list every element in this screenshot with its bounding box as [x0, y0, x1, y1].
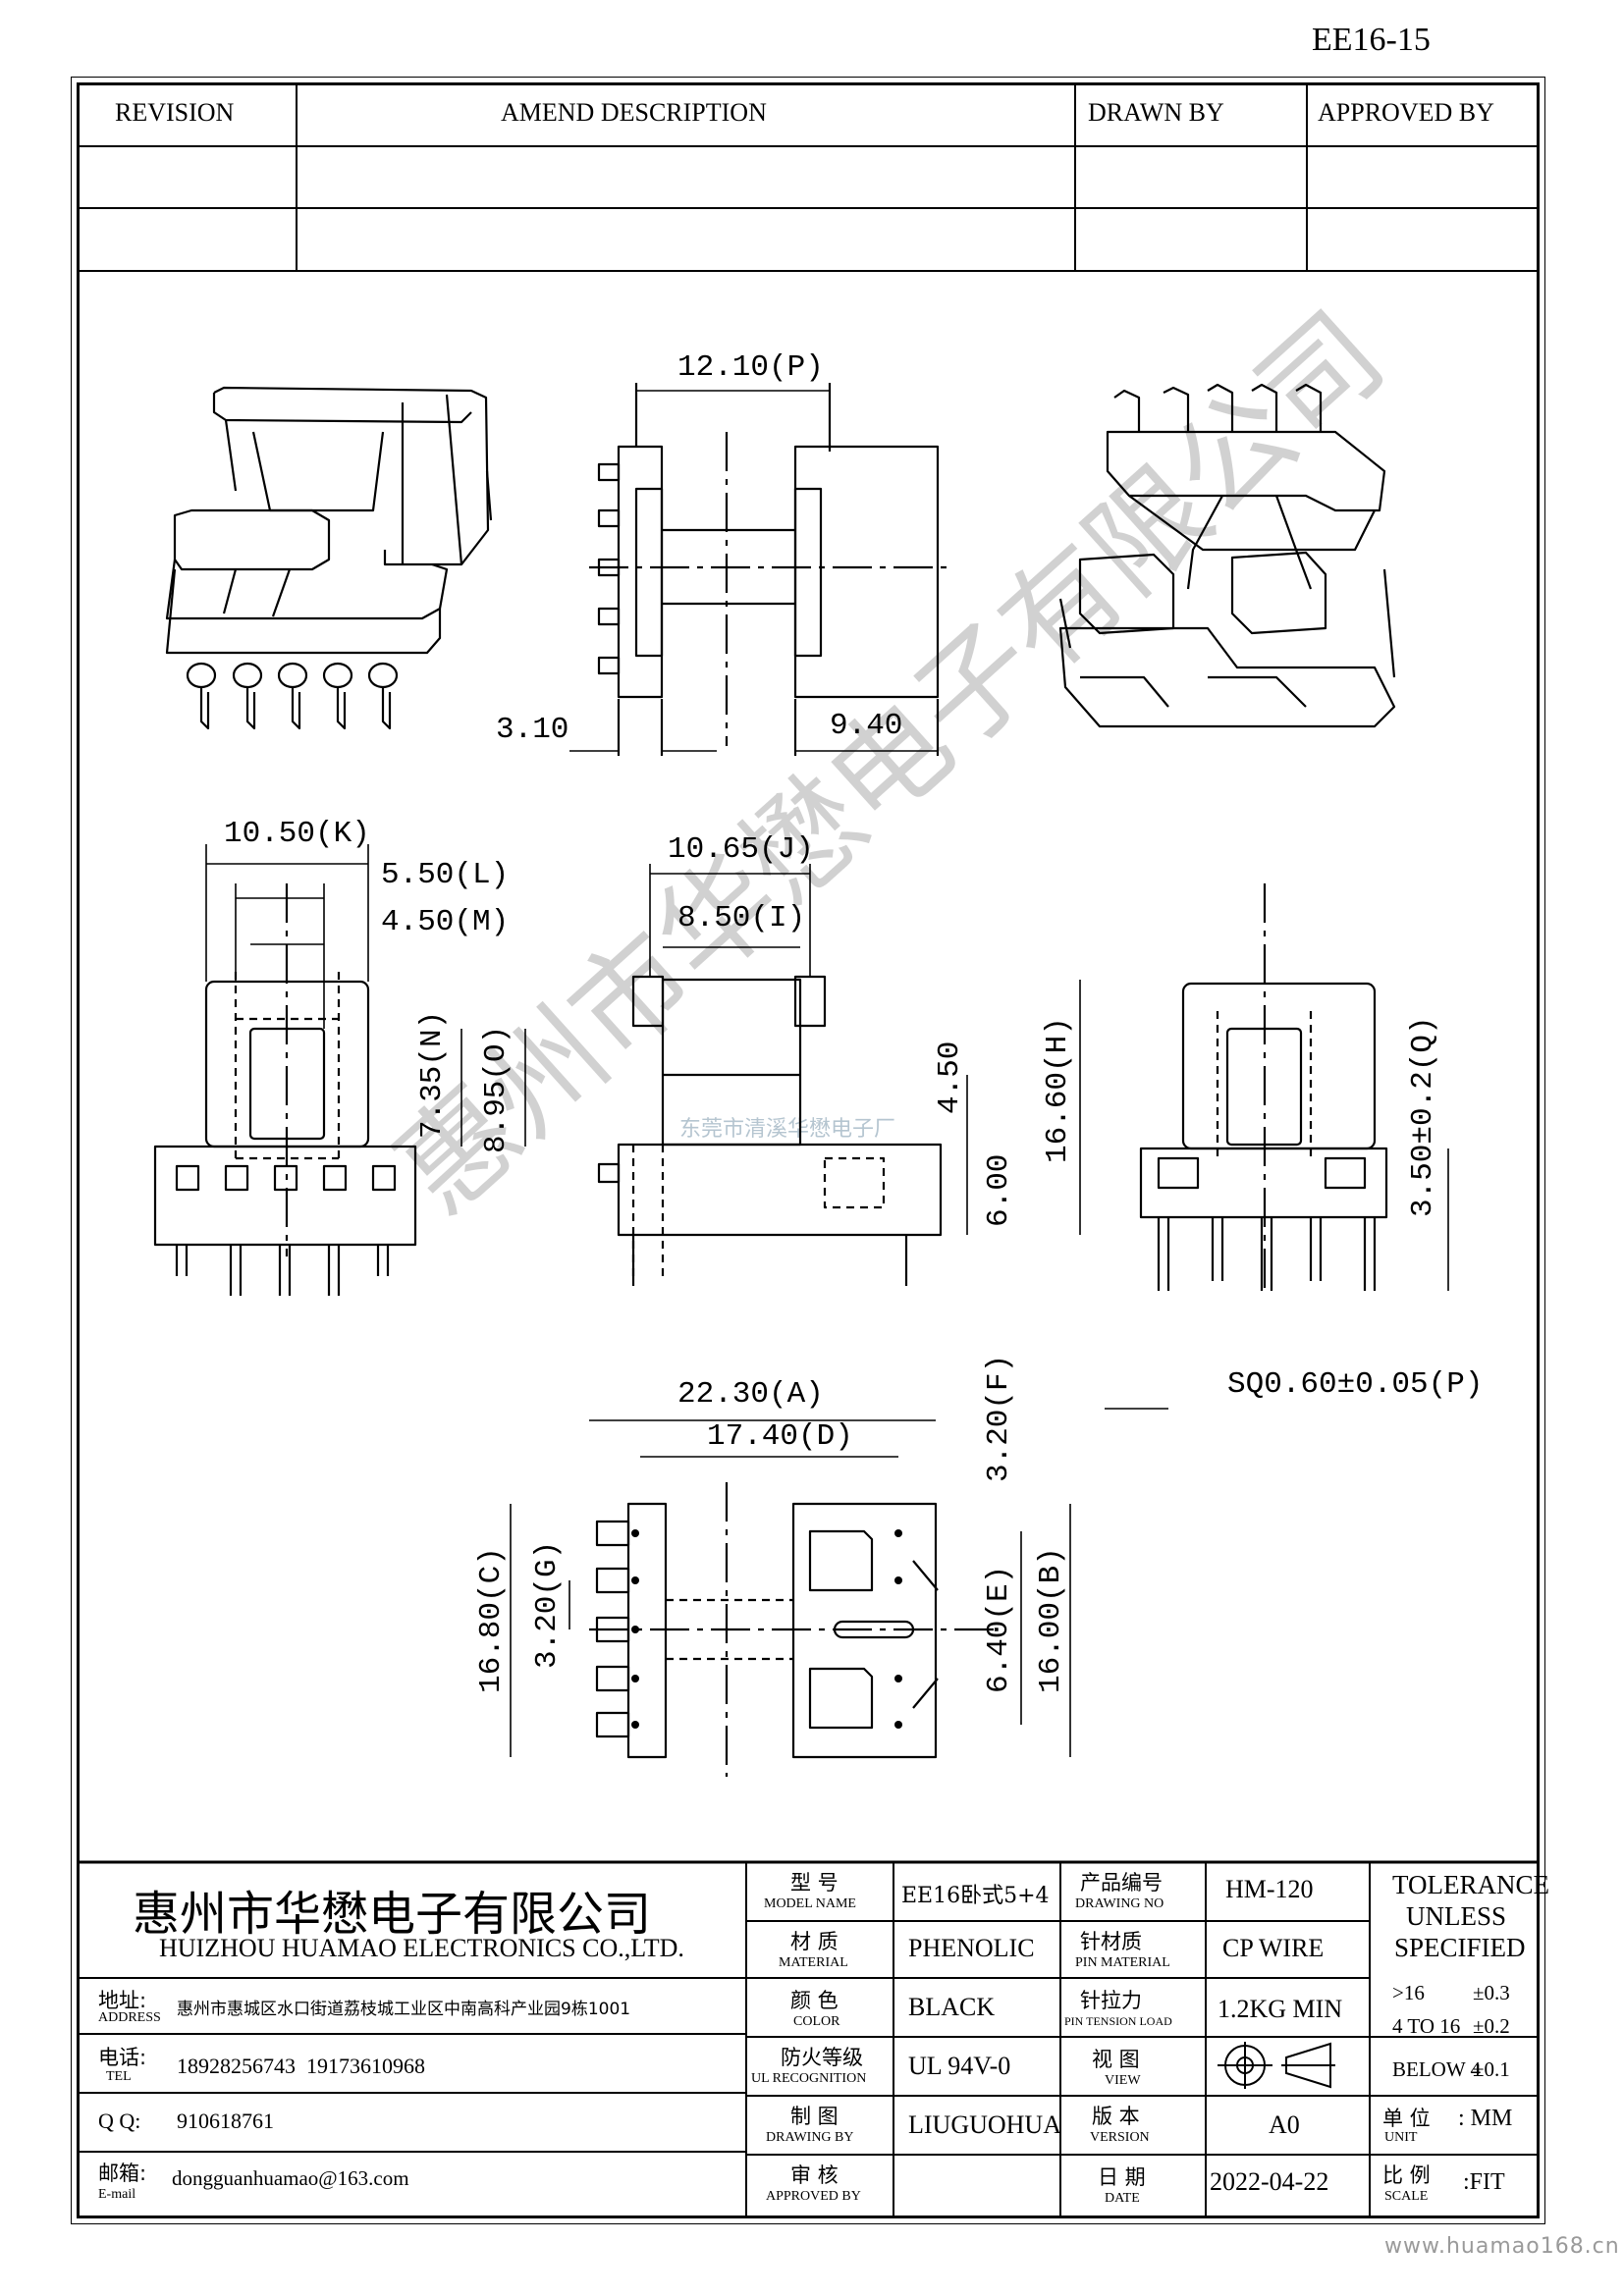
date-label-en: DATE	[1105, 2191, 1140, 2206]
dim-10-65-j: 10.65(J)	[668, 832, 814, 867]
dim-sq-pin: SQ0.60±0.05(P)	[1227, 1367, 1484, 1402]
email-label-en: E-mail	[98, 2187, 136, 2202]
drawing-by-value: LIUGUOHUA	[908, 2110, 1061, 2139]
drawing-no-value: HM-120	[1225, 1875, 1314, 1903]
tolerance-title-3: SPECIFIED	[1394, 1933, 1526, 1962]
view-label-en: VIEW	[1105, 2073, 1141, 2088]
scale-label-en: SCALE	[1384, 2189, 1429, 2204]
tel-value: 18928256743 19173610968	[177, 2054, 425, 2078]
drawn-by-header: DRAWN BY	[1088, 98, 1224, 127]
tolerance-title-1: TOLERANCE	[1392, 1870, 1549, 1899]
dim-8-50-i: 8.50(I)	[677, 901, 806, 935]
tolerance-title-2: UNLESS	[1406, 1901, 1507, 1931]
dim-17-40-d: 17.40(D)	[707, 1419, 853, 1454]
email-value: dongguanhuamao@163.com	[172, 2166, 409, 2190]
dimension-lines	[205, 390, 1449, 1757]
inner-border	[77, 82, 1540, 2218]
ul-label-en: UL RECOGNITION	[751, 2071, 867, 2086]
version-label-cn: 版 本	[1092, 2105, 1140, 2128]
tol-2-range: 4 TO 16	[1392, 2014, 1461, 2038]
revision-header: REVISION	[115, 98, 235, 127]
drawing-no-label-en: DRAWING NO	[1075, 1896, 1164, 1911]
model-value: EE16卧式5+4	[901, 1884, 1050, 1908]
watermark-small: 东莞市清溪华懋电子厂	[679, 1117, 896, 1142]
view-symbol	[1218, 2042, 1335, 2089]
qq-value: 910618761	[177, 2109, 274, 2133]
bottom-view	[589, 1482, 1001, 1777]
unit-label-en: UNIT	[1384, 2130, 1418, 2145]
address-value: 惠州市惠城区水口街道荔枝城工业区中南高科产业园9栋1001	[177, 2000, 631, 2019]
pin-material-label-cn: 针材质	[1080, 1930, 1142, 1953]
tel-label-cn: 电话:	[98, 2046, 147, 2069]
model-label-cn: 型 号	[790, 1871, 839, 1895]
color-label-en: COLOR	[793, 2014, 840, 2029]
version-label-en: VERSION	[1090, 2130, 1150, 2145]
date-value: 2022-04-22	[1210, 2167, 1329, 2196]
drawing-by-label-cn: 制 图	[790, 2105, 839, 2128]
dim-3-10: 3.10	[496, 713, 569, 747]
material-label-cn: 材 质	[790, 1930, 839, 1953]
dim-5-50-l: 5.50(L)	[381, 858, 510, 892]
approved-label-cn: 审 核	[790, 2163, 839, 2187]
unit-label-cn: 单 位	[1382, 2107, 1431, 2130]
iso-view-left	[165, 386, 493, 730]
approved-by-header: APPROVED BY	[1318, 98, 1494, 127]
tol-1-range: >16	[1392, 1981, 1425, 2004]
material-label-en: MATERIAL	[779, 1955, 848, 1970]
dim-10-50-k: 10.50(K)	[224, 817, 370, 851]
pin-material-value: CP WIRE	[1222, 1934, 1325, 1962]
approved-label-en: APPROVED BY	[766, 2189, 861, 2204]
color-label-cn: 颜 色	[790, 1989, 839, 2012]
email-label-cn: 邮箱:	[98, 2162, 147, 2185]
ul-value: UL 94V-0	[908, 2052, 1011, 2080]
tol-1-value: ±0.3	[1473, 1981, 1510, 2004]
amend-description-header: AMEND DESCRIPTION	[501, 98, 767, 127]
version-value: A0	[1269, 2110, 1300, 2139]
ul-label-cn: 防火等级	[781, 2046, 863, 2069]
pin-tension-value: 1.2KG MIN	[1218, 1995, 1343, 2023]
view-label-cn: 视 图	[1092, 2048, 1140, 2071]
outer-border	[71, 77, 1545, 2224]
tol-2-value: ±0.2	[1473, 2014, 1510, 2038]
material-value: PHENOLIC	[908, 1934, 1035, 1962]
right-front-view	[1139, 883, 1388, 1296]
company-name-cn: 惠州市华懋电子有限公司	[133, 1887, 652, 1942]
pin-tension-label-en: PIN TENSION LOAD	[1064, 2014, 1172, 2028]
drawing-no-label-cn: 产品编号	[1080, 1871, 1163, 1895]
dim-9-40: 9.40	[830, 709, 903, 743]
footer-url: www.huamao168.cn	[1384, 2234, 1620, 2259]
dim-22-30-a: 22.30(A)	[677, 1377, 824, 1412]
address-label-cn: 地址:	[98, 1989, 147, 2012]
iso-view-right	[1058, 383, 1396, 728]
model-label-en: MODEL NAME	[764, 1896, 856, 1911]
drawing-by-label-en: DRAWING BY	[766, 2130, 854, 2145]
date-label-cn: 日 期	[1098, 2165, 1146, 2189]
middle-side-view	[597, 975, 943, 1286]
tol-3-range: BELOW 4	[1392, 2057, 1482, 2081]
company-name-en: HUIZHOU HUAMAO ELECTRONICS CO.,LTD.	[159, 1934, 684, 1962]
qq-label: Q Q:	[98, 2109, 141, 2133]
address-label-en: ADDRESS	[98, 2010, 161, 2025]
side-view-top	[589, 383, 952, 756]
dim-4-50-m: 4.50(M)	[381, 905, 510, 939]
tol-3-value: ±0.1	[1473, 2057, 1510, 2081]
drawing-number: EE16-15	[1312, 22, 1431, 58]
tel-label-en: TEL	[106, 2069, 132, 2084]
scale-value: :FIT	[1463, 2169, 1505, 2195]
scale-label-cn: 比 例	[1382, 2163, 1431, 2187]
pin-tension-label-cn: 针拉力	[1080, 1989, 1142, 2012]
dim-12-10-p: 12.10(P)	[677, 350, 824, 385]
unit-value: : MM	[1458, 2106, 1513, 2131]
color-value: BLACK	[908, 1993, 996, 2021]
front-view	[153, 883, 417, 1296]
pin-material-label-en: PIN MATERIAL	[1075, 1955, 1170, 1970]
